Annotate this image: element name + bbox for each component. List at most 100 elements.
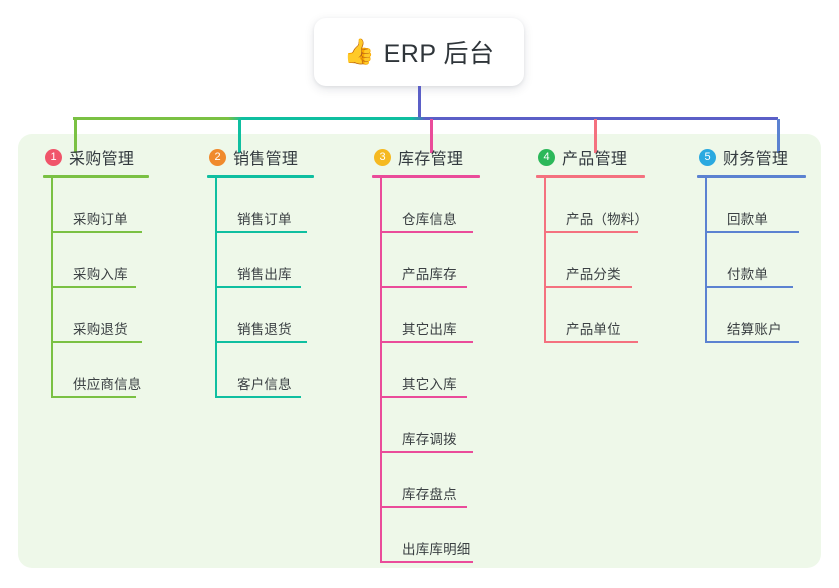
column-3: 3 库存管理仓库信息产品库存其它出库其它入库库存调拨库存盘点出库库明细 xyxy=(372,146,480,563)
list-item-label: 销售订单 xyxy=(237,212,292,227)
list-item-rule xyxy=(544,286,632,288)
list-item-rule xyxy=(544,341,638,343)
list-item[interactable]: 回款单 xyxy=(705,178,804,233)
list-item-label: 产品单位 xyxy=(566,322,621,337)
list-item[interactable]: 销售出库 xyxy=(215,233,312,288)
drop-connector-1 xyxy=(74,119,77,153)
list-item-rule xyxy=(380,506,467,508)
drop-connector-3 xyxy=(430,119,433,153)
list-item-label: 产品库存 xyxy=(402,267,457,282)
column-2: 2 销售管理销售订单销售出库销售退货客户信息 xyxy=(207,146,314,398)
column-items-2: 销售订单销售出库销售退货客户信息 xyxy=(215,178,312,398)
list-item-label: 销售退货 xyxy=(237,322,292,337)
horizontal-bus-connector xyxy=(73,117,778,120)
list-item-label: 采购退货 xyxy=(73,322,128,337)
list-item[interactable]: 产品分类 xyxy=(544,233,643,288)
list-item-rule xyxy=(705,286,793,288)
list-item[interactable]: 采购入库 xyxy=(51,233,147,288)
list-item-rule xyxy=(51,341,142,343)
column-title-2: 销售管理 xyxy=(233,151,299,168)
list-item-rule xyxy=(215,231,307,233)
list-item-rule xyxy=(51,286,136,288)
list-item-rule xyxy=(544,231,638,233)
root-node-card[interactable]: 👍 ERP 后台 xyxy=(314,18,524,86)
list-item-label: 仓库信息 xyxy=(402,212,457,227)
column-badge-1: 1 xyxy=(45,148,62,166)
column-header-2[interactable]: 2 销售管理 xyxy=(207,146,312,168)
column-items-4: 产品（物料） 产品分类产品单位 xyxy=(544,178,648,343)
drop-connector-4 xyxy=(594,119,597,153)
column-spine-4 xyxy=(544,178,546,343)
column-title-5: 财务管理 xyxy=(723,151,789,168)
list-item-rule xyxy=(705,341,799,343)
list-item[interactable]: 采购订单 xyxy=(51,178,147,233)
list-item[interactable]: 供应商信息 xyxy=(51,343,147,398)
modules-panel xyxy=(18,134,821,568)
column-spine-5 xyxy=(705,178,707,343)
drop-connector-2 xyxy=(238,119,241,153)
column-header-4[interactable]: 4 产品管理 xyxy=(536,146,643,168)
column-title-1: 采购管理 xyxy=(69,151,135,168)
list-item-label: 其它出库 xyxy=(402,322,457,337)
list-item-label: 客户信息 xyxy=(237,377,292,392)
column-title-4: 产品管理 xyxy=(562,151,628,168)
list-item[interactable]: 库存调拨 xyxy=(380,398,478,453)
list-item[interactable]: 库存盘点 xyxy=(380,453,478,508)
column-title-3: 库存管理 xyxy=(398,151,464,168)
column-header-3[interactable]: 3 库存管理 xyxy=(372,146,478,168)
list-item-label: 采购入库 xyxy=(73,267,128,282)
list-item[interactable]: 付款单 xyxy=(705,233,804,288)
column-badge-2: 2 xyxy=(209,148,226,166)
list-item-rule xyxy=(215,286,301,288)
column-1: 1 采购管理采购订单采购入库采购退货供应商信息 xyxy=(43,146,149,398)
list-item-rule xyxy=(380,451,473,453)
column-header-5[interactable]: 5 财务管理 xyxy=(697,146,804,168)
list-item-rule xyxy=(51,396,136,398)
list-item-rule xyxy=(705,231,799,233)
list-item[interactable]: 销售退货 xyxy=(215,288,312,343)
column-badge-3: 3 xyxy=(374,148,391,166)
column-header-1[interactable]: 1 采购管理 xyxy=(43,146,147,168)
list-item-rule xyxy=(51,231,142,233)
list-item-rule xyxy=(380,561,473,563)
list-item[interactable]: 仓库信息 xyxy=(380,178,478,233)
column-rule-3 xyxy=(372,175,480,178)
list-item-label: 其它入库 xyxy=(402,377,457,392)
column-rule-4 xyxy=(536,175,645,178)
column-badge-5: 5 xyxy=(699,148,716,166)
column-badge-4: 4 xyxy=(538,148,555,166)
column-rule-5 xyxy=(697,175,806,178)
column-items-3: 仓库信息产品库存其它出库其它入库库存调拨库存盘点出库库明细 xyxy=(380,178,478,563)
column-items-1: 采购订单采购入库采购退货供应商信息 xyxy=(51,178,147,398)
column-spine-3 xyxy=(380,178,382,563)
list-item[interactable]: 其它入库 xyxy=(380,343,478,398)
list-item-label: 结算账户 xyxy=(727,322,782,337)
list-item-rule xyxy=(380,396,467,398)
column-rule-1 xyxy=(43,175,149,178)
list-item-label: 产品（物料） xyxy=(566,212,649,227)
list-item-label: 付款单 xyxy=(727,267,769,282)
column-spine-2 xyxy=(215,178,217,398)
list-item-rule xyxy=(380,286,467,288)
list-item[interactable]: 采购退货 xyxy=(51,288,147,343)
list-item-label: 库存调拨 xyxy=(402,432,457,447)
list-item[interactable]: 销售订单 xyxy=(215,178,312,233)
list-item[interactable]: 产品库存 xyxy=(380,233,478,288)
column-rule-2 xyxy=(207,175,314,178)
column-items-5: 回款单付款单结算账户 xyxy=(705,178,804,343)
list-item[interactable]: 客户信息 xyxy=(215,343,312,398)
list-item[interactable]: 产品单位 xyxy=(544,288,643,343)
column-spine-1 xyxy=(51,178,53,398)
list-item[interactable]: 其它出库 xyxy=(380,288,478,343)
column-5: 5 财务管理回款单付款单结算账户 xyxy=(697,146,806,343)
list-item[interactable]: 产品（物料） xyxy=(544,178,648,233)
list-item[interactable]: 出库库明细 xyxy=(380,508,478,563)
list-item-label: 回款单 xyxy=(727,212,769,227)
list-item-rule xyxy=(380,341,473,343)
root-node-title: ERP 后台 xyxy=(383,40,495,68)
list-item-label: 库存盘点 xyxy=(402,487,457,502)
list-item[interactable]: 结算账户 xyxy=(705,288,804,343)
list-item-rule xyxy=(215,341,307,343)
list-item-label: 供应商信息 xyxy=(73,377,142,392)
list-item-label: 销售出库 xyxy=(237,267,292,282)
